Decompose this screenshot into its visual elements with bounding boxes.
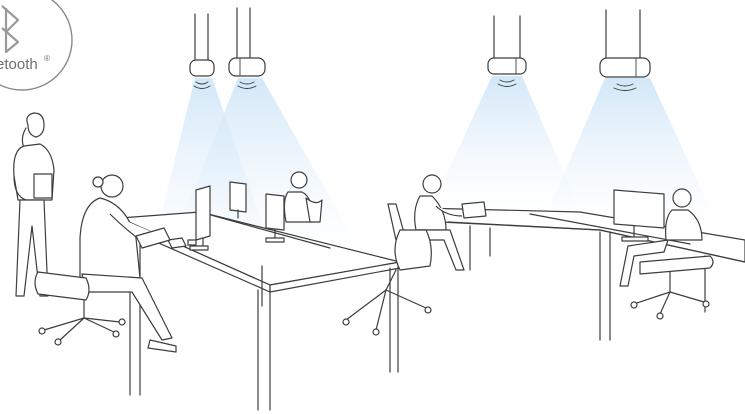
bluetooth-icon [1,5,20,54]
beacon-1 [189,13,215,89]
chair-right-man [342,203,432,336]
beacon-3 [487,15,527,87]
beacon-4 [599,9,651,91]
bluetooth-badge: etooth ® [0,0,73,91]
monitor-front [189,185,211,251]
person-standing-woman [13,112,55,297]
monitor-back-2 [265,193,285,243]
registered-mark: ® [44,54,50,63]
monitor-back-1 [229,181,247,219]
bluetooth-label: etooth [0,56,38,73]
chair-right-woman [630,255,714,320]
light-beam-3 [430,76,580,210]
beacon-2 [228,7,266,89]
person-front-woman [79,174,177,353]
person-right-woman [619,188,703,287]
right-monitor [613,189,665,242]
desk-items [167,237,197,249]
chair-front-left [34,271,126,346]
person-back-man [283,171,323,223]
